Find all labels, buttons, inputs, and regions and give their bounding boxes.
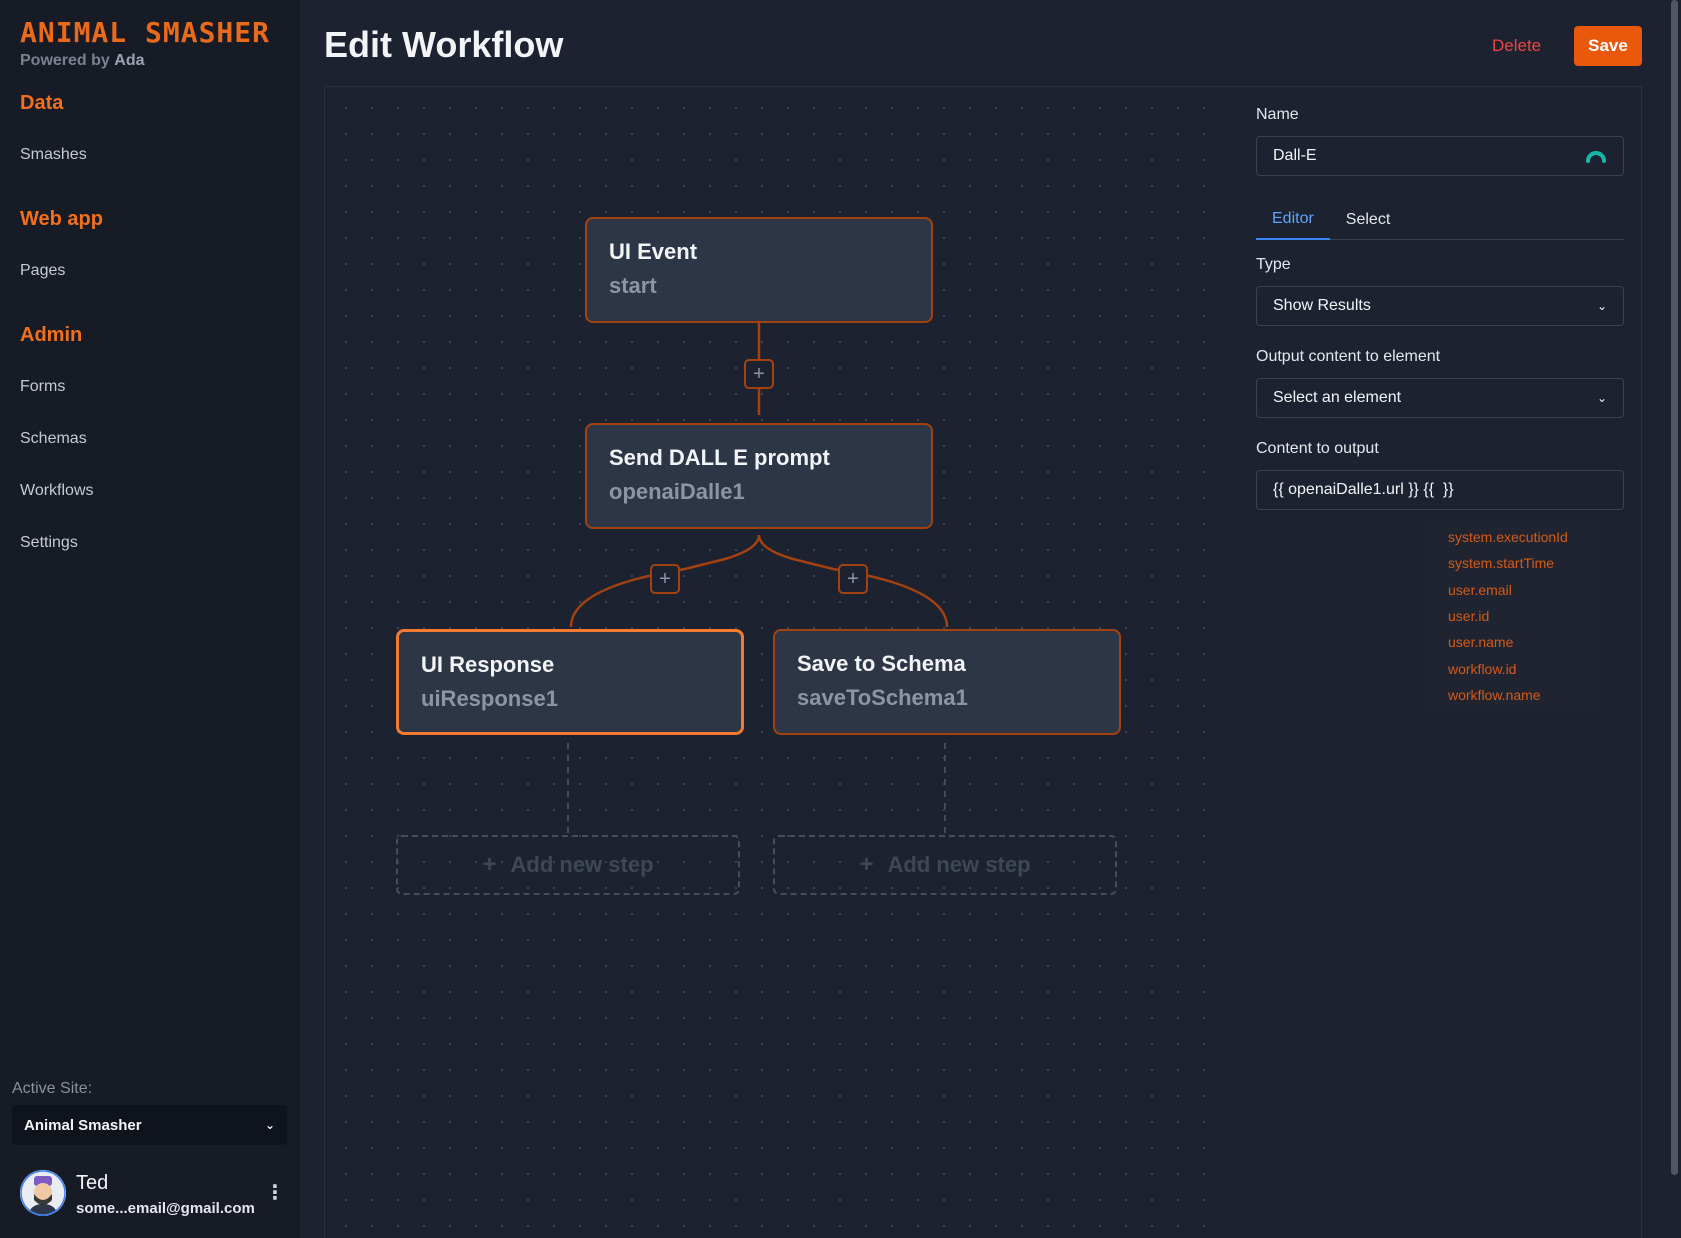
nav-section-admin: Admin	[20, 324, 83, 346]
plus-icon: +	[859, 851, 874, 878]
page-scrollbar[interactable]	[1668, 0, 1681, 1238]
suggestion-item[interactable]: user.email	[1448, 581, 1512, 598]
name-input[interactable]: Dall-E	[1256, 136, 1624, 176]
panel-tabs: Editor Select	[1256, 200, 1624, 240]
suggestion-item[interactable]: user.name	[1448, 634, 1514, 651]
output-element-value: Select an element	[1273, 389, 1402, 406]
node-id: start	[609, 273, 657, 298]
powered-by-name: Ada	[114, 52, 145, 69]
user-email: some...email@gmail.com	[76, 1200, 255, 1217]
node-title: UI Event	[609, 239, 698, 264]
workflow-node-ui-event[interactable]: UI Event start	[585, 217, 933, 323]
delete-button[interactable]: Delete	[1492, 36, 1542, 55]
suggestion-item[interactable]: workflow.name	[1448, 686, 1541, 703]
chevron-down-icon: ⌄	[1596, 299, 1607, 313]
scrollbar-thumb[interactable]	[1671, 0, 1678, 1175]
sidebar-item-schemas[interactable]: Schemas	[20, 430, 87, 447]
page-title: Edit Workflow	[324, 24, 564, 65]
sidebar-item-settings[interactable]: Settings	[20, 534, 78, 551]
plus-icon: +	[482, 851, 497, 878]
app-logo[interactable]: Animal Smasher	[20, 16, 271, 49]
variable-suggestions: system.executionId system.startTime user…	[1424, 518, 1602, 715]
chevron-down-icon: ⌄	[1596, 391, 1607, 405]
powered-by: Powered by Ada	[20, 52, 145, 70]
node-title: Save to Schema	[797, 651, 966, 676]
type-select-value: Show Results	[1273, 297, 1371, 314]
output-element-label: Output content to element	[1256, 348, 1441, 365]
tab-select[interactable]: Select	[1345, 211, 1391, 228]
workflow-canvas[interactable]: UI Event start + Send DALL E prompt open…	[324, 86, 1642, 1238]
save-button[interactable]: Save	[1574, 26, 1642, 66]
content-output-input[interactable]: {{ openaiDalle1.url }} {{ }}	[1256, 470, 1624, 510]
content-output-value: {{ openaiDalle1.url }} {{ }}	[1273, 481, 1454, 498]
add-new-step-right[interactable]: + Add new step	[773, 835, 1117, 895]
vertical-dots-icon[interactable]: ⋮	[265, 1182, 285, 1204]
loading-spinner-icon	[1586, 151, 1606, 163]
active-site-label: Active Site:	[12, 1080, 93, 1097]
node-id: openaiDalle1	[609, 479, 745, 504]
add-branch-right-plus-icon[interactable]: +	[838, 564, 868, 594]
sidebar: Animal Smasher Powered by Ada Data Smash…	[0, 0, 300, 1238]
add-new-step-left[interactable]: + Add new step	[396, 835, 740, 895]
sidebar-item-workflows[interactable]: Workflows	[20, 482, 94, 499]
content-output-label: Content to output	[1256, 440, 1379, 457]
output-element-select[interactable]: Select an element ⌄	[1256, 378, 1624, 418]
name-label: Name	[1256, 106, 1299, 123]
suggestion-item[interactable]: user.id	[1448, 608, 1490, 625]
type-label: Type	[1256, 256, 1291, 273]
workflow-node-ui-response[interactable]: UI Response uiResponse1	[396, 629, 744, 735]
suggestion-item[interactable]: system.executionId	[1448, 529, 1568, 546]
sidebar-item-smashes[interactable]: Smashes	[20, 146, 87, 163]
nav-section-web-app: Web app	[20, 208, 103, 230]
chevron-down-icon: ⌄	[264, 1118, 275, 1132]
add-new-step-label: Add new step	[887, 852, 1031, 877]
node-title: UI Response	[421, 652, 555, 677]
user-profile: Ted some...email@gmail.com ⋮	[20, 1170, 285, 1220]
add-new-step-label: Add new step	[510, 852, 654, 877]
node-title: Send DALL E prompt	[609, 445, 830, 470]
name-input-value: Dall-E	[1273, 147, 1317, 164]
user-name: Ted	[76, 1172, 109, 1194]
nav-section-data: Data	[20, 92, 64, 114]
powered-prefix: Powered by	[20, 52, 110, 69]
suggestion-item[interactable]: system.startTime	[1448, 555, 1555, 572]
tab-editor[interactable]: Editor	[1256, 200, 1330, 240]
add-branch-left-plus-icon[interactable]: +	[650, 564, 680, 594]
sidebar-item-pages[interactable]: Pages	[20, 262, 66, 279]
workflow-node-send-dalle-prompt[interactable]: Send DALL E prompt openaiDalle1	[585, 423, 933, 529]
avatar[interactable]	[20, 1170, 66, 1216]
node-id: uiResponse1	[421, 686, 558, 711]
type-select[interactable]: Show Results ⌄	[1256, 286, 1624, 326]
sidebar-item-forms[interactable]: Forms	[20, 378, 66, 395]
active-site-value: Animal Smasher	[24, 1116, 142, 1134]
node-id: saveToSchema1	[797, 685, 968, 710]
add-step-plus-icon[interactable]: +	[744, 359, 774, 389]
active-site-select[interactable]: Animal Smasher ⌄	[12, 1105, 287, 1145]
suggestion-item[interactable]: workflow.id	[1448, 660, 1517, 677]
workflow-node-save-to-schema[interactable]: Save to Schema saveToSchema1	[773, 629, 1121, 735]
